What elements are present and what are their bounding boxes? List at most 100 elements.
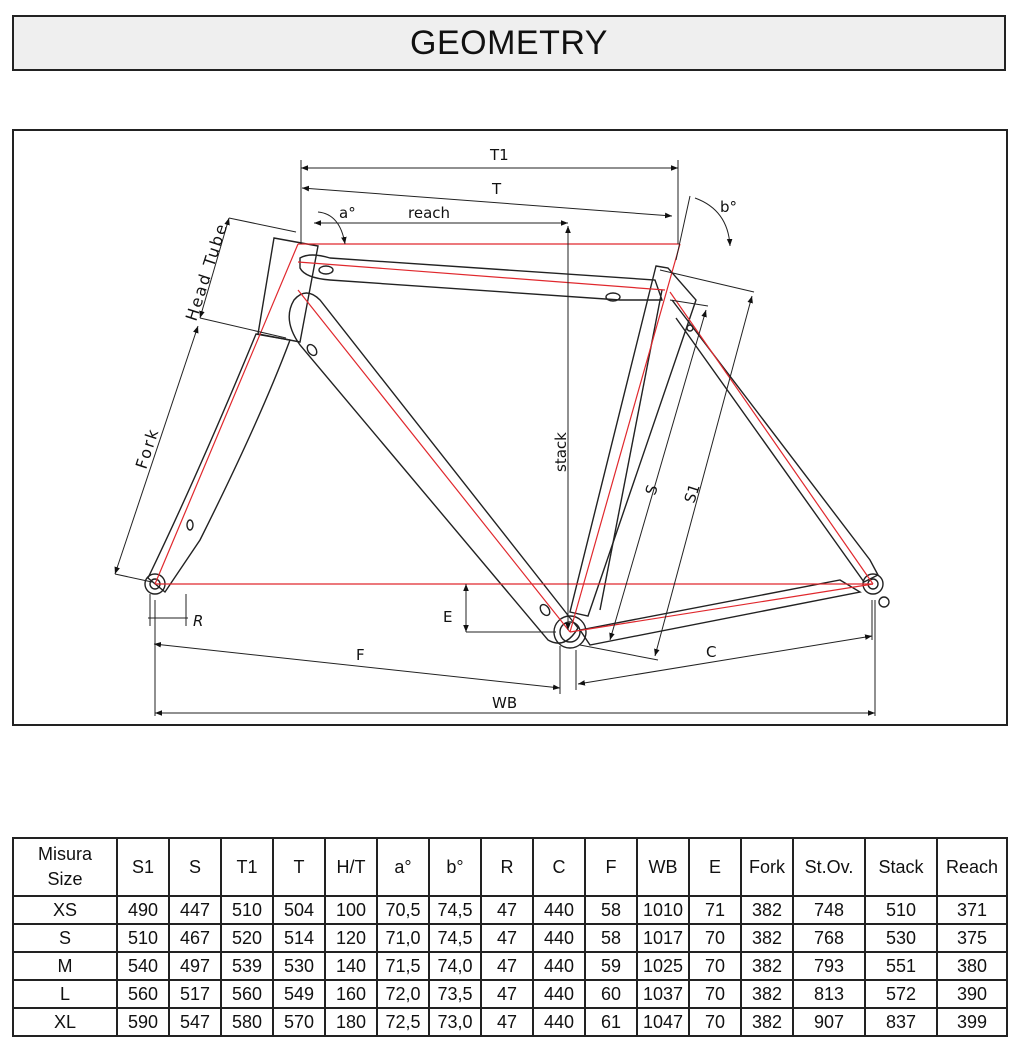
col-header: WB — [636, 837, 690, 897]
down-tube-shape — [288, 292, 579, 644]
table-cell: 490 — [116, 895, 170, 925]
table-cell: 47 — [480, 951, 534, 981]
table-cell: 1037 — [636, 979, 690, 1009]
table-cell: 160 — [324, 979, 378, 1009]
table-cell: 47 — [480, 923, 534, 953]
chain-stay-shape — [578, 579, 862, 646]
table-cell: 382 — [740, 1007, 794, 1037]
col-header: T1 — [220, 837, 274, 897]
size-cell: S — [12, 923, 118, 953]
col-header: C — [532, 837, 586, 897]
table-cell: 1025 — [636, 951, 690, 981]
head-tube-shape — [257, 237, 319, 343]
col-header: S — [168, 837, 222, 897]
table-cell: 371 — [936, 895, 1008, 925]
title-bar: GEOMETRY — [12, 15, 1006, 71]
table-cell: 382 — [740, 923, 794, 953]
table-cell: 530 — [864, 923, 938, 953]
col-header: Stack — [864, 837, 938, 897]
fork-shape — [147, 333, 291, 594]
table-cell: 380 — [936, 951, 1008, 981]
label-reach: reach — [408, 204, 450, 222]
table-cell: 61 — [584, 1007, 638, 1037]
col-header: F — [584, 837, 638, 897]
table-cell: 580 — [220, 1007, 274, 1037]
table-cell: 47 — [480, 1007, 534, 1037]
size-header-line1: Misura — [37, 844, 92, 864]
table-cell: 70,5 — [376, 895, 430, 925]
table-header-row: Misura Size S1 S T1 T H/T a° b° R C F WB… — [12, 837, 1008, 897]
col-header: St.Ov. — [792, 837, 866, 897]
frame-drawing: T1 T reach a° b° Head Tube Fork stack S … — [114, 146, 890, 716]
derailleur-hanger — [878, 596, 890, 608]
table-cell: 768 — [792, 923, 866, 953]
table-cell: 530 — [272, 951, 326, 981]
table-cell: 390 — [936, 979, 1008, 1009]
table-cell: 539 — [220, 951, 274, 981]
down-tube-centerline — [297, 289, 571, 633]
label-e: E — [443, 608, 452, 626]
label-fork: Fork — [132, 425, 163, 471]
label-a-angle: a° — [339, 204, 356, 222]
table-cell: 73,5 — [428, 979, 482, 1009]
seat-tube-centerline — [569, 243, 681, 633]
table-cell: 382 — [740, 951, 794, 981]
dimension-lines — [114, 160, 876, 716]
col-header: a° — [376, 837, 430, 897]
label-r: R — [193, 612, 203, 630]
steering-axis — [154, 243, 299, 585]
top-tube-centerline — [297, 261, 666, 291]
table-cell: 520 — [220, 923, 274, 953]
col-header: E — [688, 837, 742, 897]
table-cell: 540 — [116, 951, 170, 981]
frame-outline — [144, 237, 890, 649]
label-s1: S1 — [681, 482, 704, 506]
size-cell: XS — [12, 895, 118, 925]
table-cell: 1017 — [636, 923, 690, 953]
table-cell: 71 — [688, 895, 742, 925]
table-cell: 570 — [272, 1007, 326, 1037]
size-cell: L — [12, 979, 118, 1009]
table-cell: 47 — [480, 895, 534, 925]
col-header: Reach — [936, 837, 1008, 897]
label-f: F — [356, 646, 365, 664]
table-cell: 510 — [864, 895, 938, 925]
table-cell: 440 — [532, 923, 586, 953]
col-header: R — [480, 837, 534, 897]
table-cell: 59 — [584, 951, 638, 981]
table-cell: 375 — [936, 923, 1008, 953]
table-cell: 74,5 — [428, 923, 482, 953]
table-cell: 514 — [272, 923, 326, 953]
geometry-table: Misura Size S1 S T1 T H/T a° b° R C F WB… — [12, 837, 1008, 1037]
table-cell: 572 — [864, 979, 938, 1009]
table-cell: 399 — [936, 1007, 1008, 1037]
table-cell: 907 — [792, 1007, 866, 1037]
col-header: Fork — [740, 837, 794, 897]
table-cell: 467 — [168, 923, 222, 953]
chain-stay-centerline — [569, 583, 874, 633]
table-cell: 140 — [324, 951, 378, 981]
col-header: H/T — [324, 837, 378, 897]
table-cell: 58 — [584, 895, 638, 925]
table-cell: 510 — [116, 923, 170, 953]
label-stack: stack — [552, 432, 570, 472]
table-cell: 72,0 — [376, 979, 430, 1009]
table-cell: 440 — [532, 1007, 586, 1037]
table-cell: 793 — [792, 951, 866, 981]
table-cell: 549 — [272, 979, 326, 1009]
table-cell: 547 — [168, 1007, 222, 1037]
table-cell: 440 — [532, 895, 586, 925]
table-cell: 560 — [220, 979, 274, 1009]
table-cell: 551 — [864, 951, 938, 981]
size-cell: XL — [12, 1007, 118, 1037]
col-header: T — [272, 837, 326, 897]
table-cell: 73,0 — [428, 1007, 482, 1037]
table-cell: 382 — [740, 979, 794, 1009]
table-cell: 70 — [688, 1007, 742, 1037]
table-cell: 517 — [168, 979, 222, 1009]
col-header: b° — [428, 837, 482, 897]
